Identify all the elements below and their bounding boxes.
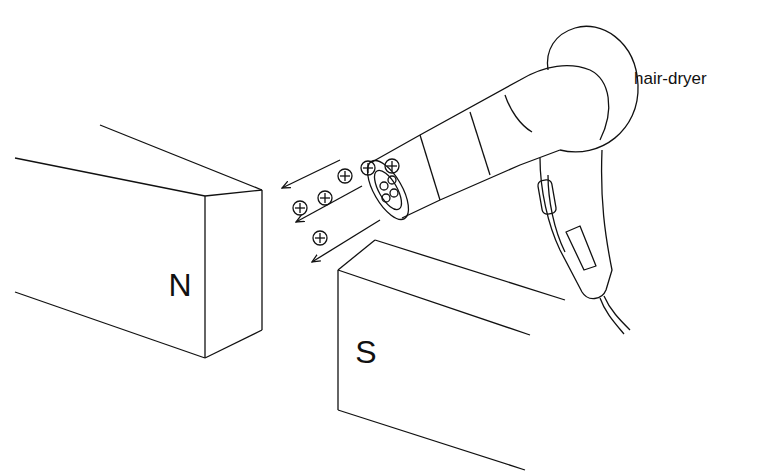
plus-ion-symbol: [318, 191, 332, 205]
plus-ion-symbol: [313, 231, 327, 245]
pole-letter: S: [355, 336, 376, 368]
device-label: hair-dryer: [634, 70, 707, 89]
n-magnet-block: [15, 125, 262, 358]
plus-ion-symbol: [293, 201, 307, 215]
hair-dryer-drawing: [359, 26, 638, 334]
plus-ion-symbol: [338, 169, 352, 183]
magnet-pole-n: N: [164, 265, 195, 305]
magnet-pole-s: S: [351, 332, 380, 372]
s-magnet-block: [338, 240, 565, 470]
pole-letter: N: [168, 269, 191, 301]
ion-flow-arrows: [282, 160, 380, 262]
